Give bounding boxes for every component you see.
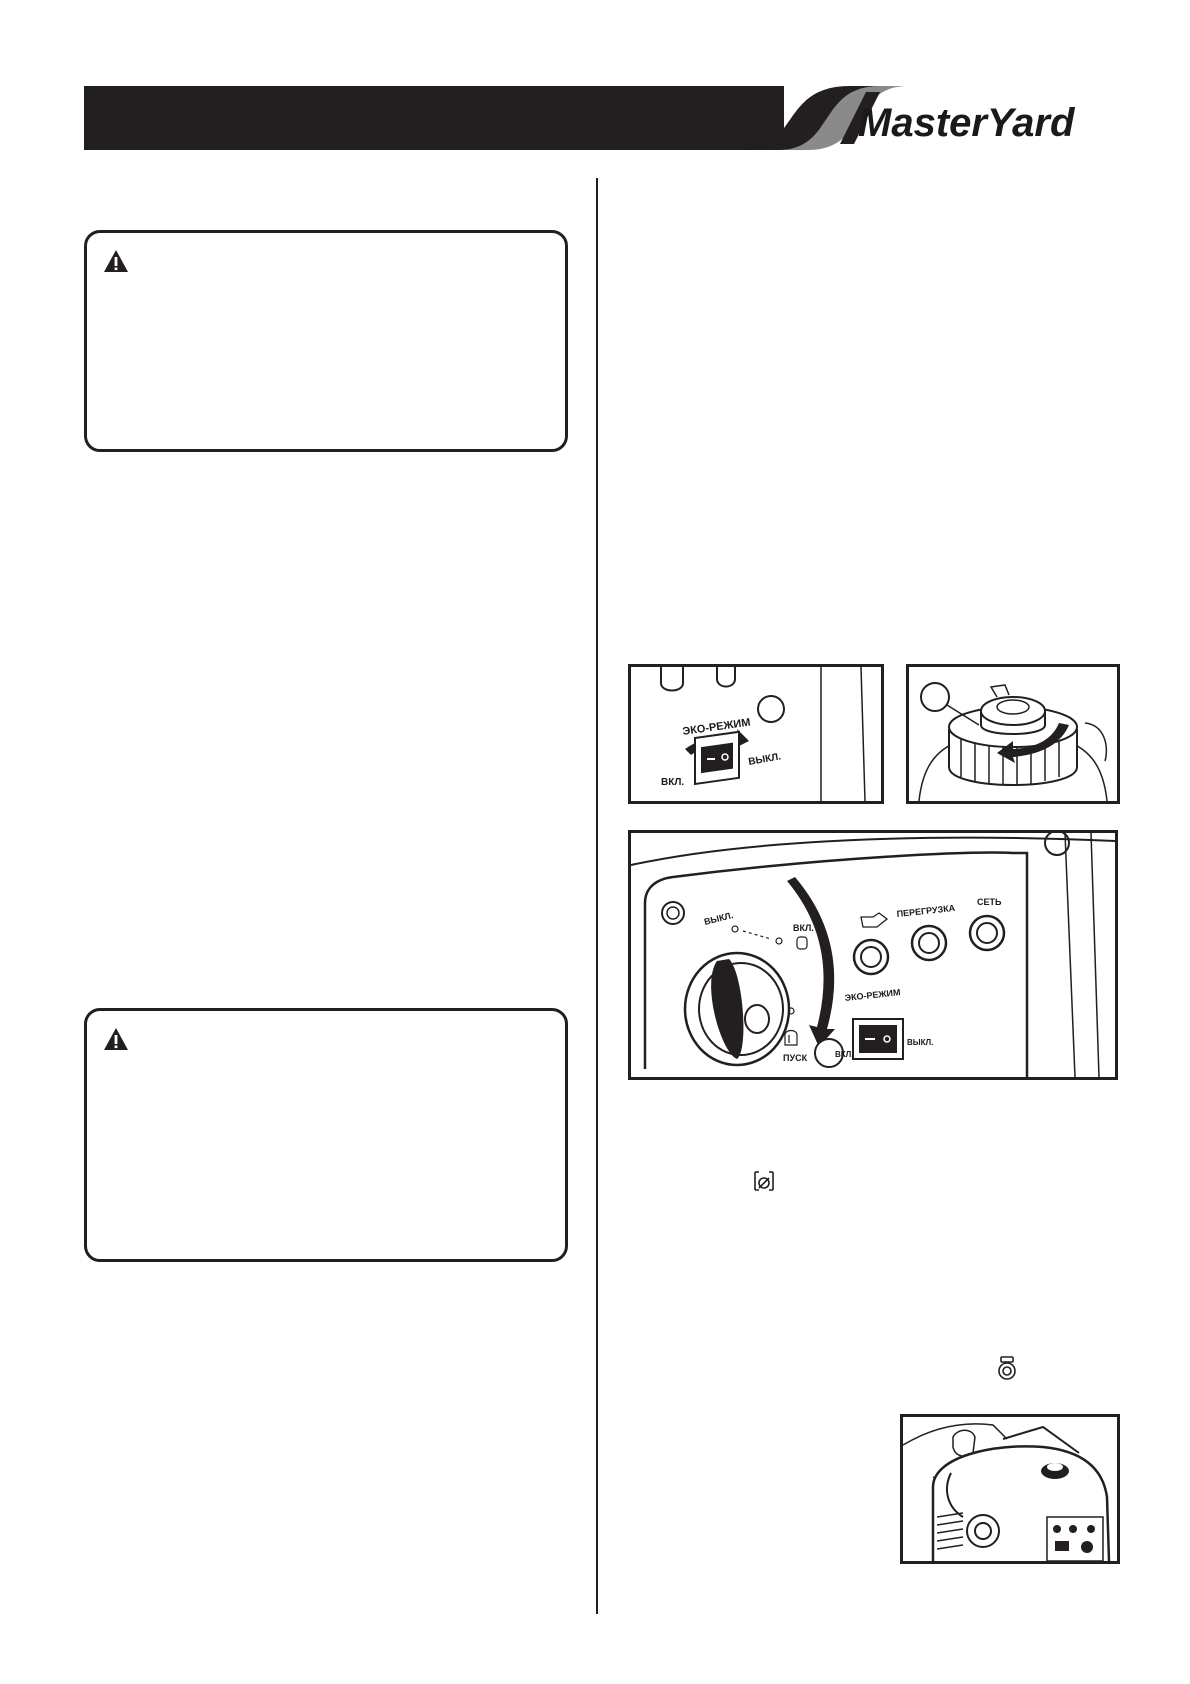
brand-logo: MasterYard [740, 82, 1120, 154]
warning-box-bottom [84, 1008, 568, 1262]
warning-box-top [84, 230, 568, 452]
dial-on-label: ВКЛ. [793, 923, 814, 933]
figure-starting-generator [900, 1414, 1120, 1564]
header-bar [84, 86, 784, 150]
brand-name: MasterYard [858, 101, 1076, 145]
figure-fuel-cap [906, 664, 1120, 804]
figure-control-panel: ВЫКЛ. ВКЛ. ПУСК ПЕРЕГРУЗКА СЕТЬ ЭКО-РЕЖИ… [628, 830, 1118, 1080]
choke-icon [754, 1171, 774, 1191]
network-label: СЕТЬ [977, 897, 1002, 907]
switch-off-label: ВЫКЛ. [748, 751, 783, 768]
switch-on-label: ВКЛ. [661, 777, 684, 788]
fuel-valve-icon [998, 1356, 1016, 1380]
column-divider [596, 178, 598, 1614]
warning-triangle-icon [104, 250, 128, 272]
dial-start-label: ПУСК [783, 1053, 808, 1063]
panel-switch-on-label: ВКЛ. [835, 1050, 854, 1059]
figure-eco-switch: ЭКО-РЕЖИМ ВКЛ. ВЫКЛ. [628, 664, 884, 804]
warning-triangle-icon [104, 1028, 128, 1050]
panel-switch-off-label: ВЫКЛ. [907, 1038, 933, 1047]
